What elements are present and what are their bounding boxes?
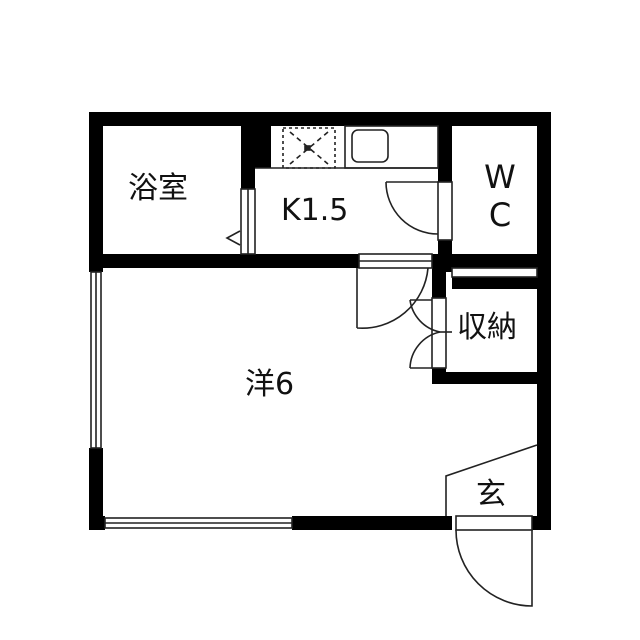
room-label-wc: W C [484, 158, 516, 234]
room-label-storage: 収納 [457, 310, 517, 345]
fixtures [90, 125, 538, 607]
room-label-entrance: 玄 [476, 477, 506, 512]
room-label-western-room: 洋6 [245, 367, 295, 402]
room-label-bathroom: 浴室 [128, 171, 188, 206]
room-label-kitchen: K1.5 [281, 193, 349, 228]
walls [89, 112, 551, 530]
